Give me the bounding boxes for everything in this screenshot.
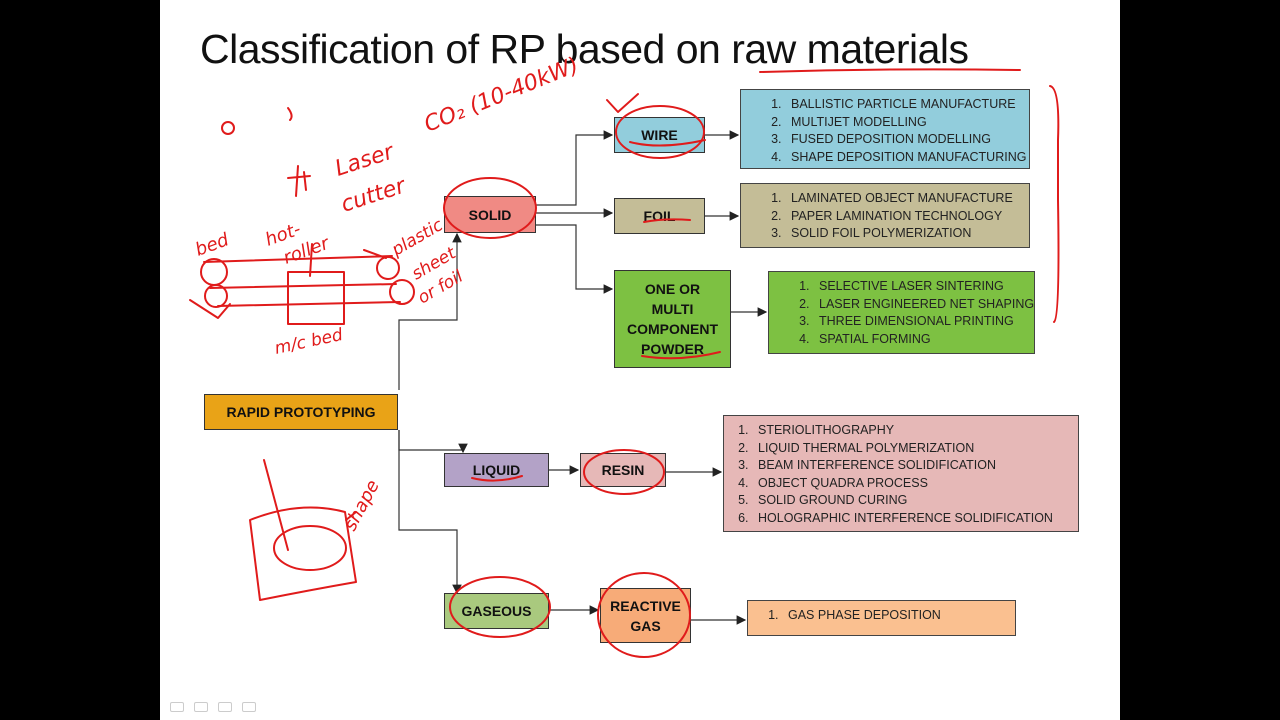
node-reactive-gas-label-2: GAS — [630, 617, 661, 634]
node-solid-label: SOLID — [468, 206, 512, 223]
list-item: STERIOLITHOGRAPHY — [752, 422, 1070, 440]
list-item: OBJECT QUADRA PROCESS — [752, 475, 1070, 493]
node-liquid: LIQUID — [444, 453, 549, 487]
node-solid: SOLID — [444, 196, 536, 233]
slide-nav-controls[interactable] — [170, 702, 256, 712]
list-item: SELECTIVE LASER SINTERING — [813, 278, 1026, 296]
next-slide-icon[interactable] — [242, 702, 256, 712]
node-foil-label: FOIL — [643, 208, 676, 224]
list-item: SHAPE DEPOSITION MANUFACTURING — [785, 149, 1026, 167]
node-powder-label-4: POWDER — [641, 341, 704, 357]
node-wire-label: WIRE — [641, 127, 678, 143]
foil-process-list: LAMINATED OBJECT MANUFACTURE PAPER LAMIN… — [740, 183, 1030, 248]
list-item: LAMINATED OBJECT MANUFACTURE — [785, 190, 1021, 208]
list-item: MULTIJET MODELLING — [785, 114, 1021, 132]
node-powder: ONE OR MULTI COMPONENT POWDER — [614, 270, 731, 368]
node-reactive-gas: REACTIVE GAS — [600, 588, 691, 643]
connector-root-gaseous — [398, 430, 462, 595]
powder-process-list: SELECTIVE LASER SINTERING LASER ENGINEER… — [768, 271, 1035, 354]
node-rapid-prototyping: RAPID PROTOTYPING — [204, 394, 398, 430]
node-liquid-label: LIQUID — [472, 462, 521, 478]
node-resin: RESIN — [580, 453, 666, 487]
connector-solid-wire — [536, 130, 614, 206]
connector-lines — [398, 130, 768, 625]
node-powder-label-3: COMPONENT — [627, 321, 718, 337]
list-item: BEAM INTERFERENCE SOLIDIFICATION — [752, 457, 1070, 475]
node-foil: FOIL — [614, 198, 705, 234]
list-item: SOLID FOIL POLYMERIZATION — [785, 225, 1021, 243]
node-gaseous-label: GASEOUS — [461, 603, 532, 619]
connector-solid-powder — [536, 224, 614, 294]
list-item: THREE DIMENSIONAL PRINTING — [813, 313, 1026, 331]
list-item: SOLID GROUND CURING — [752, 492, 1070, 510]
connector-root-solid — [398, 232, 462, 390]
list-item: SPATIAL FORMING — [813, 331, 1026, 349]
list-item: LASER ENGINEERED NET SHAPING — [813, 296, 1034, 314]
prev-slide-icon[interactable] — [170, 702, 184, 712]
list-item: FUSED DEPOSITION MODELLING — [785, 131, 1021, 149]
node-powder-label-2: MULTI — [651, 301, 694, 317]
pen-icon[interactable] — [194, 702, 208, 712]
node-powder-label-1: ONE OR — [644, 281, 701, 297]
resin-process-list: STERIOLITHOGRAPHY LIQUID THERMAL POLYMER… — [723, 415, 1079, 532]
node-gaseous: GASEOUS — [444, 593, 549, 629]
list-item: BALLISTIC PARTICLE MANUFACTURE — [785, 96, 1021, 114]
node-resin-label: RESIN — [601, 462, 645, 478]
gas-process-list: GAS PHASE DEPOSITION — [747, 600, 1016, 636]
menu-icon[interactable] — [218, 702, 232, 712]
list-item: PAPER LAMINATION TECHNOLOGY — [785, 208, 1021, 226]
node-rapid-prototyping-label: RAPID PROTOTYPING — [226, 404, 376, 420]
list-item: HOLOGRAPHIC INTERFERENCE SOLIDIFICATION — [752, 510, 1070, 528]
node-reactive-gas-label-1: REACTIVE — [610, 597, 681, 614]
wire-process-list: BALLISTIC PARTICLE MANUFACTURE MULTIJET … — [740, 89, 1030, 169]
connector-root-liquid — [398, 430, 468, 454]
node-wire: WIRE — [614, 117, 705, 153]
list-item: GAS PHASE DEPOSITION — [782, 607, 1007, 625]
slide: Classification of RP based on raw materi… — [160, 0, 1120, 720]
slide-title: Classification of RP based on raw materi… — [200, 26, 969, 72]
list-item: LIQUID THERMAL POLYMERIZATION — [752, 440, 1070, 458]
